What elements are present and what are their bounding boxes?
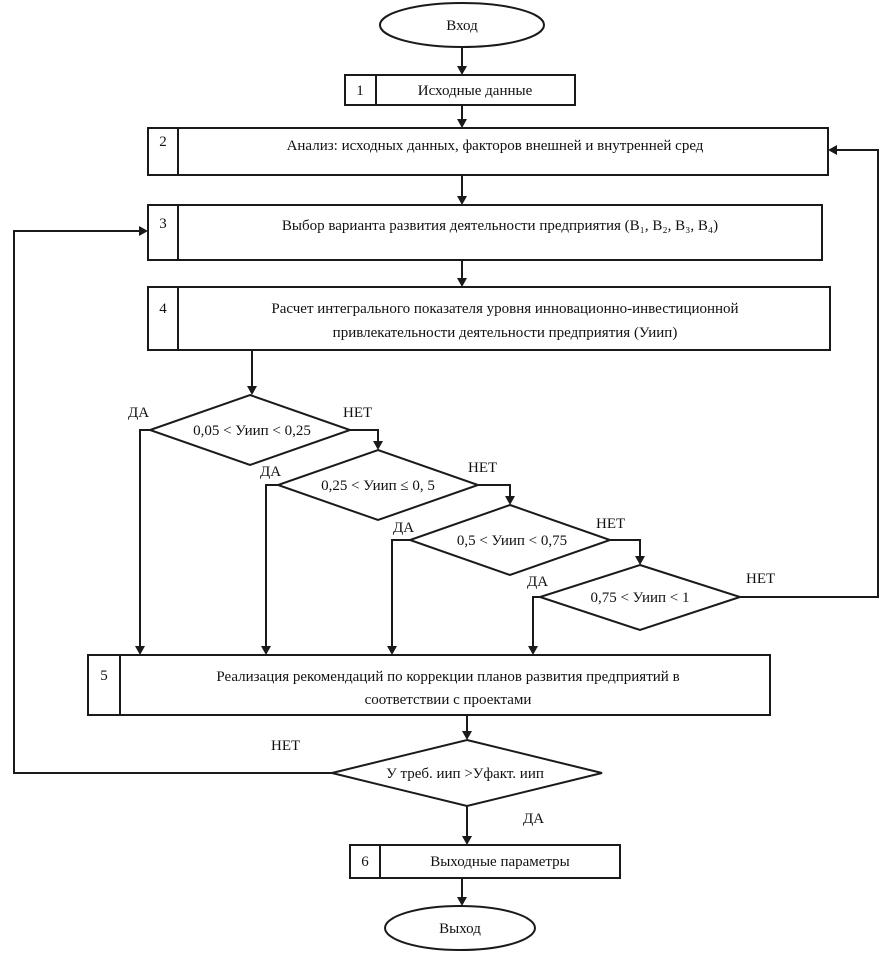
decision-no-label: НЕТ	[596, 516, 625, 532]
arrowhead-icon	[135, 646, 145, 655]
block-text: Исходные данные	[418, 83, 533, 99]
arrowhead-icon	[139, 226, 148, 236]
arrowhead-icon	[261, 646, 271, 655]
arrowhead-icon	[373, 441, 383, 450]
connectors	[13, 47, 879, 899]
decision-yes-label: ДА	[128, 405, 149, 421]
arrowhead-icon	[528, 646, 538, 655]
block-text: Выбор варианта развития деятельности пре…	[282, 218, 718, 234]
decision-condition: У треб. иип >Уфакт. иип	[386, 766, 544, 782]
arrowhead-icon	[828, 145, 837, 155]
decision-no-label: НЕТ	[271, 738, 300, 754]
connector-d4-no-loop	[740, 149, 879, 598]
decision-yes-label: ДА	[527, 574, 548, 590]
arrowheads	[135, 66, 837, 906]
start-terminator: Вход	[379, 2, 545, 48]
decision-condition: 0,5 < Уиип < 0,75	[457, 533, 567, 549]
arrowhead-icon	[462, 836, 472, 845]
decision-2: 0,25 < Уиип ≤ 0, 5 ДА НЕТ	[260, 448, 497, 522]
block-number: 2	[159, 134, 167, 150]
connector-d1-yes	[139, 429, 150, 648]
arrowhead-icon	[457, 196, 467, 205]
arrowhead-icon	[457, 119, 467, 128]
arrowhead-icon	[457, 66, 467, 75]
connector-d5-no-loop	[13, 230, 332, 774]
end-label: Выход	[439, 921, 481, 937]
decision-condition: 0,75 < Уиип < 1	[590, 590, 689, 606]
process-block-6: 6 Выходные параметры	[349, 844, 621, 879]
decision-5: У треб. иип >Уфакт. иип ДА НЕТ	[271, 738, 603, 827]
arrowhead-icon	[505, 496, 515, 505]
arrowhead-icon	[387, 646, 397, 655]
decision-no-label: НЕТ	[468, 460, 497, 476]
block-text-line-2: привлекательности деятельности предприят…	[333, 325, 678, 341]
decision-no-label: НЕТ	[343, 405, 372, 421]
block-text-line-2: соответствии с проектами	[365, 692, 532, 708]
decision-no-label: НЕТ	[746, 571, 775, 587]
block-number: 1	[356, 83, 364, 99]
decision-condition: 0,25 < Уиип ≤ 0, 5	[321, 478, 435, 494]
decision-yes-label: ДА	[393, 520, 414, 536]
block-number: 4	[159, 301, 167, 317]
process-block-3: 3 Выбор варианта развития деятельности п…	[147, 204, 823, 261]
connector-d2-no	[478, 484, 511, 498]
block-number: 3	[159, 216, 167, 232]
decision-condition: 0,05 < Уиип < 0,25	[193, 423, 311, 439]
arrowhead-icon	[462, 731, 472, 740]
arrowhead-icon	[635, 556, 645, 565]
process-block-4: 4 Расчет интегрального показателя уровня…	[147, 286, 831, 351]
arrowhead-icon	[457, 278, 467, 287]
block-text: Выходные параметры	[430, 854, 570, 870]
block-text-line-1: Расчет интегрального показателя уровня и…	[271, 301, 738, 317]
start-label: Вход	[446, 18, 478, 34]
decision-yes-label: ДА	[260, 464, 281, 480]
decision-4: 0,75 < Уиип < 1 ДА НЕТ	[527, 563, 775, 632]
process-block-1: 1 Исходные данные	[344, 74, 576, 106]
process-block-5: 5 Реализация рекомендаций по коррекции п…	[87, 654, 771, 716]
arrowhead-icon	[457, 897, 467, 906]
end-terminator: Выход	[384, 905, 536, 951]
process-block-2: 2 Анализ: исходных данных, факторов внеш…	[147, 127, 829, 176]
connector-d4-yes	[532, 596, 540, 648]
connector-d3-yes	[391, 539, 410, 648]
block-number: 6	[361, 854, 369, 870]
decision-3: 0,5 < Уиип < 0,75 ДА НЕТ	[393, 503, 625, 577]
block-text: Анализ: исходных данных, факторов внешне…	[287, 138, 704, 154]
connector-d1-no	[350, 429, 379, 443]
decision-yes-label: ДА	[523, 811, 544, 827]
connector-d3-no	[610, 539, 641, 558]
block-number: 5	[100, 668, 108, 684]
connector-d2-yes	[265, 484, 278, 648]
decision-1: 0,05 < Уиип < 0,25 ДА НЕТ	[128, 393, 372, 467]
arrowhead-icon	[247, 386, 257, 395]
block-text-line-1: Реализация рекомендаций по коррекции пла…	[216, 669, 679, 685]
